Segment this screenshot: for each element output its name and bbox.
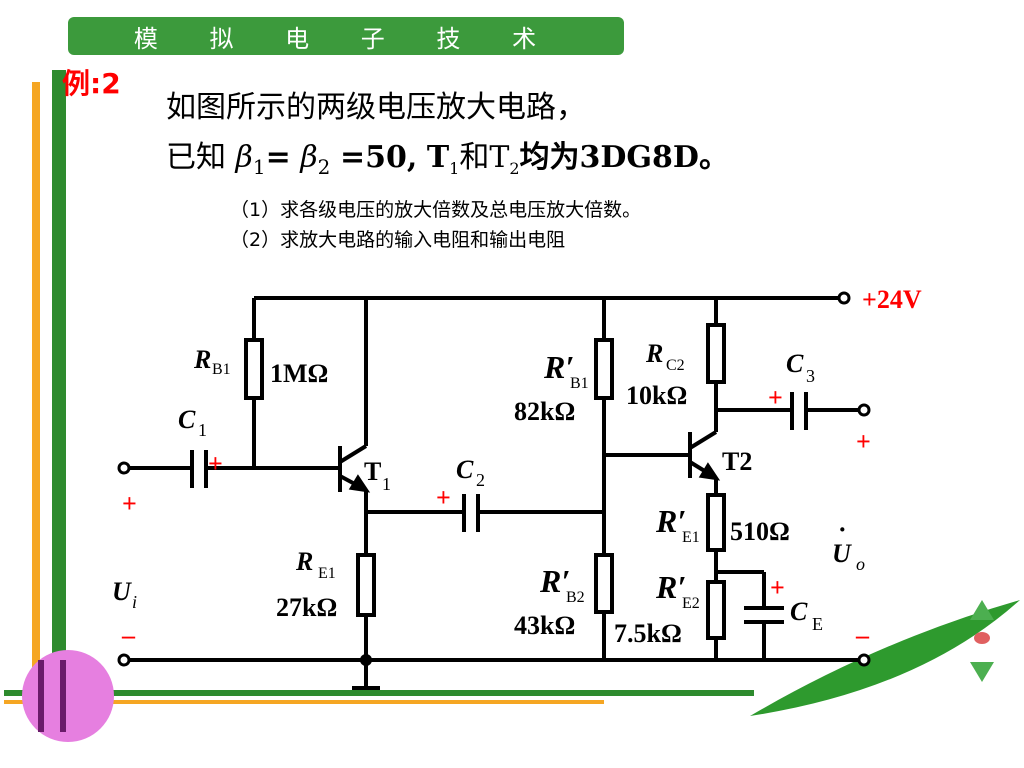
output-sub: o	[856, 554, 865, 574]
resistor-rc2	[706, 323, 726, 384]
c1-polarity: +	[208, 449, 223, 478]
corner-circle	[22, 650, 114, 742]
input-plus: +	[122, 489, 137, 518]
beta-symbol: β	[235, 140, 253, 175]
rb2p-sub: B2	[566, 589, 585, 606]
equals-sign: =	[265, 140, 291, 175]
beta-value: =50,	[339, 140, 418, 175]
rb2p-value: 43kΩ	[514, 611, 575, 640]
left-green-bar	[52, 70, 66, 690]
re1p-name: R′	[655, 503, 686, 539]
nav-up-icon[interactable]	[970, 600, 994, 620]
bottom-green-bar	[4, 690, 754, 696]
re2p-value: 7.5kΩ	[614, 619, 682, 648]
re1-value: 27kΩ	[276, 593, 337, 622]
rc2-value: 10kΩ	[626, 381, 687, 410]
example-label: 例:2	[62, 67, 121, 100]
beta-symbol: β	[300, 140, 318, 175]
and-t2: 和T	[459, 140, 510, 175]
circuit-labels: +24V R B1 1MΩ C 1 + T 1 R E1 27kΩ C 2 + …	[112, 285, 922, 650]
re2p-sub: E2	[682, 595, 700, 612]
rb1p-value: 82kΩ	[514, 397, 575, 426]
resistor-rb1	[244, 338, 264, 400]
nav-controls	[970, 600, 994, 682]
swoosh-decoration	[750, 600, 1020, 716]
output-terminal-minus	[857, 653, 871, 667]
corner-mark	[38, 660, 44, 732]
input-terminal-minus	[117, 653, 131, 667]
output-terminal-plus	[857, 403, 871, 417]
nav-home-icon[interactable]	[974, 632, 990, 644]
banner-title: 模 拟 电 子 技 术	[133, 25, 559, 53]
problem-line-1: 如图所示的两级电压放大电路，	[166, 90, 586, 125]
output-dot: ·	[838, 515, 847, 544]
ce-name: C	[790, 597, 808, 626]
rb1-name: R	[193, 345, 211, 374]
rb1p-sub: B1	[570, 375, 589, 392]
problem-line-2: 已知 β1= β2 =50, T1和T2均为3DG8D。	[166, 132, 729, 179]
t2-sub: 2	[509, 159, 520, 178]
c3-polarity: +	[768, 383, 783, 412]
junction-dot	[360, 654, 372, 666]
input-sub: i	[132, 592, 137, 612]
re2p-name: R′	[655, 569, 686, 605]
input-symbol: U	[112, 577, 132, 606]
c1-sub: 1	[198, 420, 207, 440]
resistors	[244, 323, 726, 640]
t1-label: T	[426, 140, 450, 175]
title-banner	[68, 17, 624, 55]
rb1p-name: R′	[543, 349, 574, 385]
question-2: （2）求放大电路的输入电阻和输出电阻	[230, 229, 566, 251]
capacitors	[190, 392, 808, 624]
wires	[130, 296, 860, 690]
c2-sub: 2	[476, 470, 485, 490]
t1-sub: 1	[449, 159, 460, 178]
output-symbol: U	[832, 539, 852, 568]
ce-polarity: +	[770, 573, 785, 602]
output-plus: +	[856, 427, 871, 456]
ce-sub: E	[812, 614, 823, 634]
c3-sub: 3	[806, 366, 815, 386]
resistor-re1-prime	[706, 493, 726, 552]
resistor-re1	[356, 553, 376, 617]
beta-sub-2: 2	[317, 155, 331, 179]
bottom-orange-bar	[4, 700, 604, 704]
rb1-sub: B1	[212, 361, 231, 378]
re1p-value: 510Ω	[730, 517, 790, 546]
re1p-sub: E1	[682, 529, 700, 546]
c2-name: C	[456, 455, 474, 484]
input-terminal-plus	[117, 461, 131, 475]
resistor-rb1-prime	[594, 338, 614, 400]
transistor-t2-symbol	[688, 430, 721, 481]
t1-sub: 1	[382, 474, 391, 494]
corner-mark	[60, 660, 66, 732]
left-orange-bar	[32, 82, 40, 692]
rb2p-name: R′	[539, 563, 570, 599]
given-prefix: 已知	[166, 140, 226, 175]
input-minus: –	[121, 621, 136, 650]
re1-name: R	[295, 547, 313, 576]
question-1: （1）求各级电压的放大倍数及总电压放大倍数。	[230, 199, 642, 221]
resistor-rb2-prime	[594, 553, 614, 614]
nav-down-icon[interactable]	[970, 662, 994, 682]
rc2-name: R	[645, 339, 663, 368]
vcc-label: +24V	[862, 285, 922, 314]
terminals	[117, 291, 871, 667]
resistor-re2-prime	[706, 580, 726, 640]
transistor-model: 均为3DG8D。	[519, 140, 729, 175]
beta-sub-1: 1	[252, 155, 266, 179]
re1-sub: E1	[318, 565, 336, 582]
c2-polarity: +	[436, 483, 451, 512]
c3-name: C	[786, 349, 804, 378]
output-minus: –	[855, 621, 870, 650]
t1-name: T	[364, 457, 381, 486]
c1-name: C	[178, 405, 196, 434]
vcc-terminal	[837, 291, 851, 305]
rb1-value: 1MΩ	[270, 359, 328, 388]
rc2-sub: C2	[666, 357, 685, 374]
transistor-t1-symbol	[338, 444, 371, 493]
t2-name: T2	[722, 447, 752, 476]
